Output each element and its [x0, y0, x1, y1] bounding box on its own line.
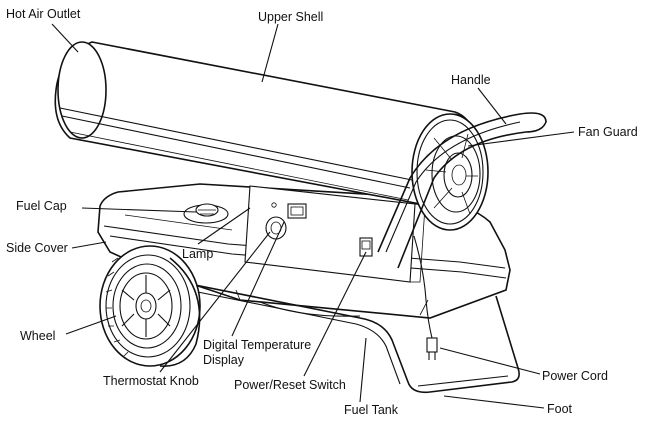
leader-upper-shell [261, 23, 279, 83]
leader-power-cord [439, 347, 541, 375]
label-lamp: Lamp [182, 247, 213, 261]
leader-handle [477, 87, 507, 125]
label-handle: Handle [451, 73, 491, 87]
leader-fuel-tank [359, 337, 367, 403]
label-digital-temperature-display-1: Digital Temperature [203, 338, 311, 352]
label-fuel-tank: Fuel Tank [344, 403, 399, 417]
label-hot-air-outlet: Hot Air Outlet [6, 7, 81, 21]
leader-power-reset-switch [303, 251, 367, 377]
label-fan-guard: Fan Guard [578, 125, 638, 139]
leader-side-cover [71, 241, 107, 249]
label-power-reset-switch: Power/Reset Switch [234, 378, 346, 392]
leader-digital-display [231, 221, 285, 337]
foot-frame-shape [179, 281, 520, 394]
label-digital-temperature-display-2: Display [203, 353, 245, 367]
label-fuel-cap: Fuel Cap [16, 199, 67, 213]
leader-fuel-cap [81, 207, 197, 213]
leader-thermostat-knob [159, 231, 271, 373]
leader-lines [51, 23, 575, 409]
label-power-cord: Power Cord [542, 369, 608, 383]
label-side-cover: Side Cover [6, 241, 68, 255]
leader-wheel [65, 315, 117, 335]
wheel-shape [99, 245, 201, 367]
fan-guard-shape [411, 113, 489, 231]
leader-foot [443, 395, 545, 409]
leader-fan-guard [467, 131, 575, 147]
thermostat-knob-shape [265, 202, 287, 240]
control-panel [244, 185, 426, 283]
label-upper-shell: Upper Shell [258, 10, 323, 24]
leader-hot-air-outlet [51, 23, 79, 53]
power-cord-shape [413, 235, 438, 360]
label-foot: Foot [547, 402, 573, 416]
label-wheel: Wheel [20, 329, 55, 343]
fuel-cap-shape [183, 203, 229, 224]
leader-lamp [197, 207, 251, 245]
part-labels: Hot Air Outlet Upper Shell Handle Fan Gu… [6, 7, 638, 417]
label-thermostat-knob: Thermostat Knob [103, 374, 199, 388]
